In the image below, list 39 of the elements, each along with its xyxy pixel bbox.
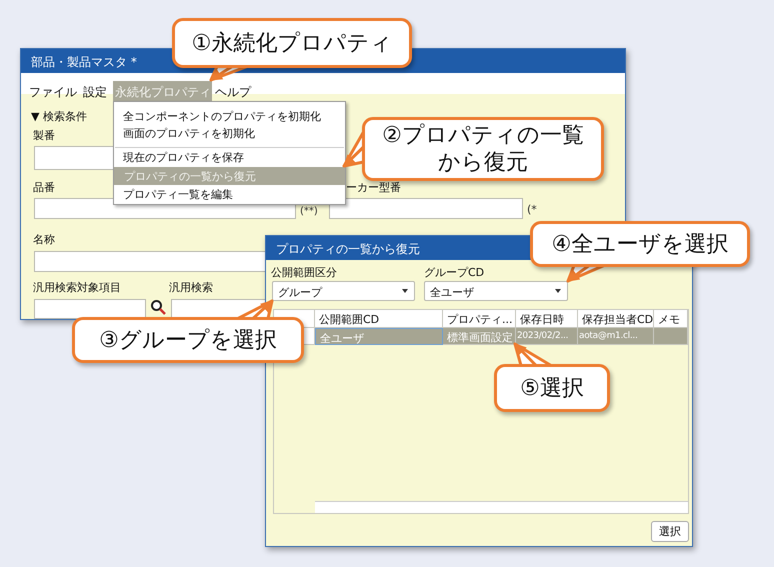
callout-pointer <box>342 130 365 168</box>
menu-item: プロパティの一覧から復元 <box>114 167 345 185</box>
window-title: 部品・製品マスタ * <box>31 54 137 71</box>
column-header: 保存担当者CD <box>578 310 654 328</box>
menu-item: 現在のプロパティを保存 <box>123 150 244 166</box>
table-cell: aota@m1.cl... <box>578 328 654 345</box>
field-label: 名称 <box>33 232 55 248</box>
field-label: 製番 <box>33 128 55 144</box>
field-label: 汎用検索対象項目 <box>33 280 121 296</box>
field-label: グループCD <box>424 265 484 281</box>
column-header: プロパティ... <box>443 310 516 328</box>
menu-item: 永続化プロパティ <box>113 81 212 101</box>
column-header: メモ <box>654 310 688 328</box>
menu-item: 画面のプロパティを初期化 <box>123 126 255 142</box>
menu-item: ファイル <box>29 84 77 100</box>
callout-pointer <box>514 342 552 367</box>
section-header: ▼ 検索条件 <box>31 109 87 125</box>
field-note: (* <box>527 203 537 218</box>
table-cell: 2023/02/2... <box>516 328 578 345</box>
callout-pointer <box>236 300 274 320</box>
dropdown-field: 全ユーザ <box>424 281 568 301</box>
menu-item: 全コンポーネントのプロパティを初期化 <box>123 109 321 125</box>
window-title: プロパティの一覧から復元 <box>276 241 420 258</box>
menu-item: プロパティ一覧を編集 <box>123 187 233 203</box>
callout-pointer <box>566 264 606 282</box>
menu-item: ヘルプ <box>215 84 251 100</box>
table-cell: 全ユーザ <box>315 328 443 345</box>
select-button: 選択 <box>651 521 689 542</box>
column-header: 公開範囲CD <box>315 310 443 328</box>
column-header: 保存日時 <box>516 310 578 328</box>
field-label: ーカー型番 <box>346 180 401 196</box>
field-note: (**) <box>300 206 318 219</box>
field-label: 品番 <box>33 180 55 196</box>
field-label: 公開範囲区分 <box>271 265 337 281</box>
table-cell: 標準画面設定 <box>443 328 516 345</box>
menu-item: 設定 <box>83 84 107 100</box>
dropdown-field: グループ <box>272 281 415 301</box>
callout-pointer <box>210 65 248 82</box>
field-label: 汎用検索 <box>169 280 213 296</box>
